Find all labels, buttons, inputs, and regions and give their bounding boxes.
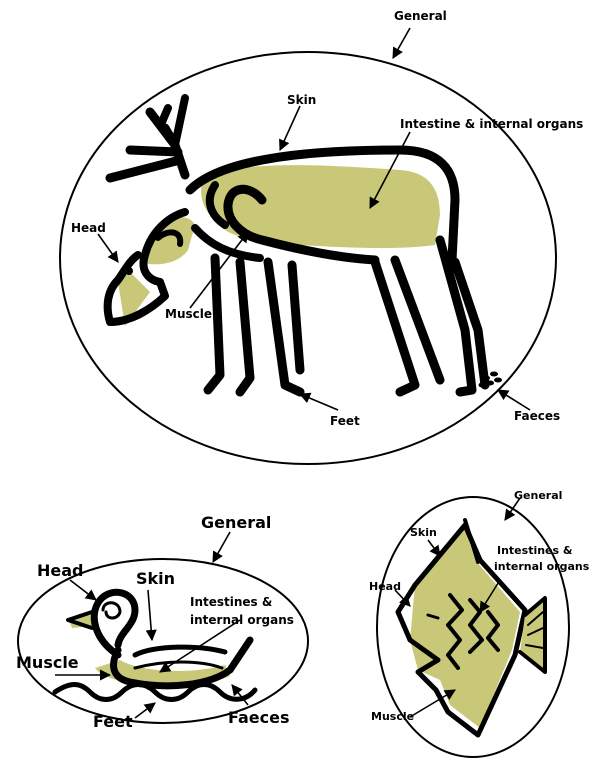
fish-label-intestines-line1: Intestines & <box>497 544 573 557</box>
fish-label-general: General <box>514 489 562 502</box>
fish-panel: General Skin Intestines & internal organ… <box>369 489 590 757</box>
duck-label-faeces: Faeces <box>228 708 290 727</box>
fish-label-skin: Skin <box>410 526 437 539</box>
duck-panel: General Head Skin Intestines & internal … <box>16 513 308 731</box>
duck-label-intestines-line1: Intestines & <box>190 595 272 609</box>
fish-label-head: Head <box>369 580 401 593</box>
duck-label-skin: Skin <box>136 569 175 588</box>
duck-label-feet: Feet <box>93 712 133 731</box>
deer-panel: General Skin Intestine & internal organs… <box>60 9 583 464</box>
deer-label-skin: Skin <box>287 93 316 107</box>
deer-label-head: Head <box>71 221 106 235</box>
deer-label-general: General <box>394 9 447 23</box>
fish-label-muscle: Muscle <box>371 710 414 723</box>
duck-label-intestines-line2: internal organs <box>190 613 294 627</box>
duck-label-general: General <box>201 513 271 532</box>
deer-illustration <box>108 98 502 392</box>
deer-label-muscle: Muscle <box>165 307 212 321</box>
deer-label-intestine: Intestine & internal organs <box>400 117 583 131</box>
duck-label-head: Head <box>37 561 84 580</box>
deer-label-feet: Feet <box>330 414 360 428</box>
fish-label-intestines-line2: internal organs <box>494 560 590 573</box>
deer-label-faeces: Faeces <box>514 409 560 423</box>
duck-label-muscle: Muscle <box>16 653 79 672</box>
